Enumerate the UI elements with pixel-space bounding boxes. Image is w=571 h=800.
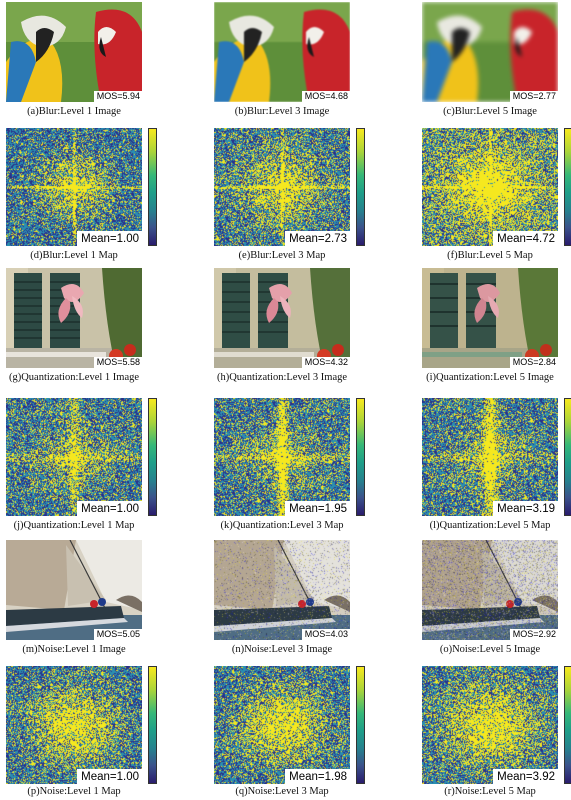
error-map: Mean=2.73 [214, 128, 350, 246]
parrots-image: MOS=5.94 [6, 2, 142, 102]
error-map: Mean=1.98 [214, 666, 350, 784]
panel-caption: (e)Blur:Level 3 Map [238, 250, 326, 261]
mos-badge: MOS=2.92 [509, 629, 558, 640]
panel-caption: (d)Blur:Level 1 Map [30, 250, 118, 261]
mean-badge: Mean=3.19 [493, 501, 558, 516]
colorbar [148, 398, 157, 516]
error-map: Mean=3.92 [422, 666, 558, 784]
parrots-image: MOS=2.77 [422, 2, 558, 102]
sailboat-image: MOS=5.05 [6, 540, 142, 640]
mean-badge: Mean=3.92 [493, 769, 558, 784]
error-map: Mean=1.00 [6, 666, 142, 784]
mean-badge: Mean=1.00 [77, 501, 142, 516]
panel-caption: (n)Noise:Level 3 Image [231, 644, 333, 655]
panel-caption: (l)Quantization:Level 5 Map [429, 520, 551, 531]
mean-badge: Mean=1.00 [77, 769, 142, 784]
error-map: Mean=1.00 [6, 128, 142, 246]
error-map: Mean=3.19 [422, 398, 558, 516]
colorbar [356, 398, 365, 516]
panel-caption: (i)Quantization:Level 5 Image [426, 372, 554, 383]
sailboat-image: MOS=4.03 [214, 540, 350, 640]
mean-badge: Mean=1.95 [285, 501, 350, 516]
mean-badge: Mean=1.00 [77, 231, 142, 246]
error-map: Mean=1.95 [214, 398, 350, 516]
colorbar [564, 128, 571, 246]
error-map: Mean=1.00 [6, 398, 142, 516]
mean-badge: Mean=2.73 [285, 231, 350, 246]
mos-badge: MOS=4.03 [301, 629, 350, 640]
colorbar [148, 128, 157, 246]
panel-caption: (a)Blur:Level 1 Image [27, 106, 121, 117]
panel-caption: (r)Noise:Level 5 Map [444, 786, 536, 797]
window-flower-image: MOS=4.32 [214, 268, 350, 368]
panel-caption: (o)Noise:Level 5 Image [439, 644, 541, 655]
panel-caption: (g)Quantization:Level 1 Image [8, 372, 140, 383]
panel-caption: (c)Blur:Level 5 Image [443, 106, 537, 117]
colorbar [356, 666, 365, 784]
sailboat-image: MOS=2.92 [422, 540, 558, 640]
parrots-image: MOS=4.68 [214, 2, 350, 102]
colorbar [148, 666, 157, 784]
mos-badge: MOS=2.77 [509, 91, 558, 102]
panel-caption: (h)Quantization:Level 3 Image [216, 372, 348, 383]
panel-caption: (k)Quantization:Level 3 Map [220, 520, 344, 531]
mos-badge: MOS=4.68 [301, 91, 350, 102]
panel-caption: (q)Noise:Level 3 Map [235, 786, 329, 797]
colorbar [564, 666, 571, 784]
mean-badge: Mean=4.72 [493, 231, 558, 246]
colorbar [564, 398, 571, 516]
panel-caption: (b)Blur:Level 3 Image [234, 106, 330, 117]
mos-badge: MOS=5.05 [93, 629, 142, 640]
window-flower-image: MOS=2.84 [422, 268, 558, 368]
mos-badge: MOS=4.32 [301, 357, 350, 368]
colorbar [356, 128, 365, 246]
mos-badge: MOS=5.94 [93, 91, 142, 102]
panel-caption: (m)Noise:Level 1 Image [22, 644, 126, 655]
mos-badge: MOS=2.84 [509, 357, 558, 368]
panel-caption: (j)Quantization:Level 1 Map [13, 520, 135, 531]
panel-caption: (f)Blur:Level 5 Map [447, 250, 533, 261]
error-map: Mean=4.72 [422, 128, 558, 246]
window-flower-image: MOS=5.58 [6, 268, 142, 368]
mean-badge: Mean=1.98 [285, 769, 350, 784]
panel-caption: (p)Noise:Level 1 Map [27, 786, 121, 797]
mos-badge: MOS=5.58 [93, 357, 142, 368]
